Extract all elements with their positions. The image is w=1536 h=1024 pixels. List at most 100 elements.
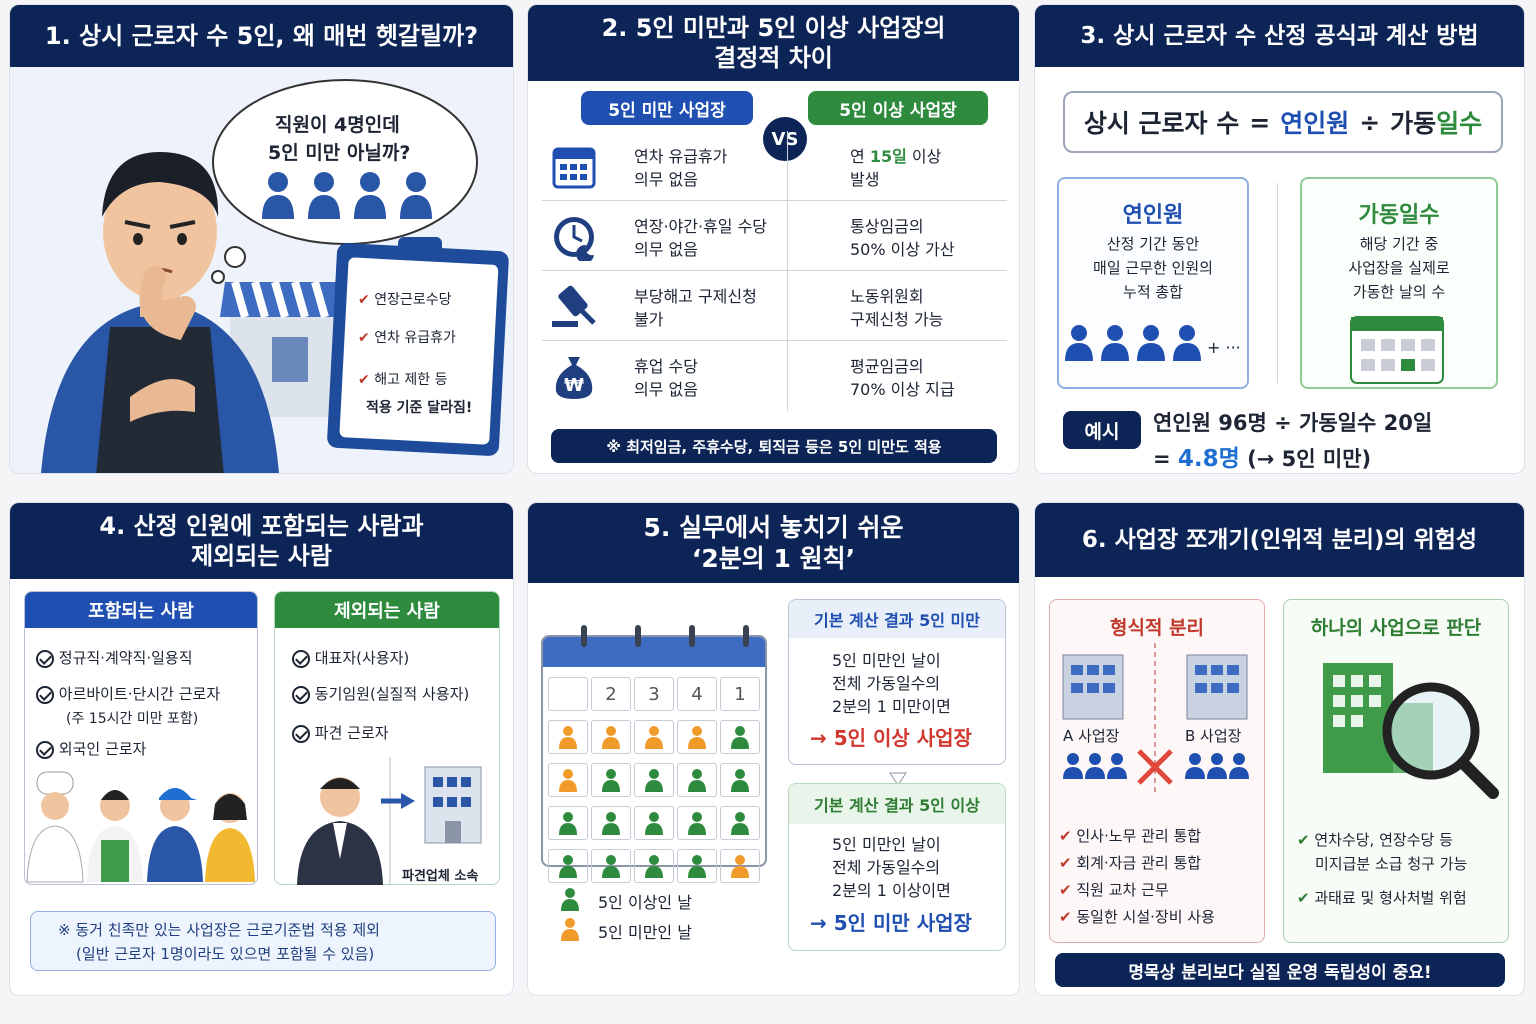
excluded-header: 제외되는 사람 <box>275 592 499 628</box>
calendar-day-cell <box>591 720 631 754</box>
money-bag-icon: ₩ <box>555 357 593 399</box>
magnifier-building-illustration <box>1323 663 1499 799</box>
green-person-icon <box>645 812 663 835</box>
vs-badge: VS <box>763 117 807 161</box>
panel-5-header: 5. 실무에서 놓치기 쉬운‘2분의 1 원칙’ <box>528 503 1019 583</box>
green-person-icon <box>731 769 749 792</box>
legend-orange: 5인 미만인 날 <box>598 923 692 942</box>
orange-person-icon <box>602 726 620 749</box>
cross-icon <box>1137 749 1173 785</box>
calendar-day-cell <box>677 849 717 883</box>
calendar-head-cell <box>548 677 588 711</box>
calendar-head-cell: 1 <box>720 677 760 711</box>
green-person-icon <box>645 769 663 792</box>
green-person-icon <box>688 812 706 835</box>
calendar-day-cell <box>720 849 760 883</box>
green-person-icon <box>645 855 663 878</box>
cap-worker-icon <box>147 788 203 882</box>
formal-split-item: ✔ 동일한 시설·장비 사용 <box>1059 908 1215 926</box>
calendar-day-cell <box>677 763 717 797</box>
check-circle-icon <box>292 649 310 668</box>
calendar-day-cell <box>634 849 674 883</box>
calendar-day-cell <box>591 763 631 797</box>
four-people-icon <box>262 172 432 219</box>
people-sum-icon: + ··· <box>1065 325 1241 361</box>
calendar-head-cell: 4 <box>677 677 717 711</box>
site-a-label: A 사업장 <box>1063 727 1120 745</box>
included-card: 포함되는 사람 <box>24 591 258 885</box>
down-arrow-icon <box>889 772 907 786</box>
included-item-3: 외국인 근로자 <box>36 738 146 759</box>
office-building-icon <box>424 766 482 844</box>
calendar-day-cell <box>677 720 717 754</box>
dispatch-illustration <box>297 757 482 885</box>
calendar-day-cell <box>634 806 674 840</box>
check-icon: ✔ <box>358 372 370 388</box>
suit-person-icon <box>297 777 383 885</box>
divider <box>787 131 788 411</box>
p4-note-1: ※ 동거 친족만 있는 사업장은 근로기준법 적용 제외 <box>58 921 380 939</box>
rule-box-1: 기본 계산 결과 5인 미만 <box>788 599 1006 765</box>
green-person-icon <box>602 855 620 878</box>
calendar-head-cell: 3 <box>634 677 674 711</box>
rule-box-2: 기본 계산 결과 5인 이상 <box>788 783 1006 951</box>
calendar-day-cell <box>720 763 760 797</box>
worried-owner-illustration <box>41 79 509 473</box>
calendar-day-cell <box>720 720 760 754</box>
p2-note: ※ 최저임금, 주휴수당, 퇴직금 등은 5인 미만도 적용 <box>551 429 997 463</box>
rule-box-2-header: 기본 계산 결과 5인 이상 <box>789 784 1005 824</box>
formula-term-2: 연인원 <box>1280 109 1350 138</box>
check-icon: ✔ <box>358 292 370 308</box>
excluded-item-3: 파견 근로자 <box>292 722 389 743</box>
green-person-icon <box>731 812 749 835</box>
p4-note-2: (일반 근로자 1명이라도 있으면 포함될 수 있음) <box>76 945 375 963</box>
green-person-icon <box>559 812 577 835</box>
formal-split-item: ✔ 회계·자금 관리 통합 <box>1059 854 1202 872</box>
legend-orange-icon <box>561 918 579 941</box>
formula-box: 상시 근로자 수 = 연인원 ÷ 가동일수 <box>1063 91 1503 153</box>
panel-3: 3. 상시 근로자 수 산정 공식과 계산 방법 상시 근로자 수 = 연인원 … <box>1034 4 1525 474</box>
panel-2-title-2: 결정적 차이 <box>714 44 833 72</box>
formal-split-item: ✔ 직원 교차 근무 <box>1059 881 1169 899</box>
panel-4-title-1: 4. 산정 인원에 포함되는 사람과 <box>99 512 424 540</box>
legend-green-icon <box>561 888 579 911</box>
building-b-icon <box>1186 654 1248 720</box>
check-icon: ✔ <box>358 330 370 346</box>
panel-6-header: 6. 사업장 쪼개기(인위적 분리)의 위험성 <box>1035 503 1524 577</box>
divider <box>1277 183 1278 383</box>
clip-item-1: ✔ 연장근로수당 <box>358 292 452 308</box>
rule-box-1-header: 기본 계산 결과 5인 미만 <box>789 600 1005 638</box>
building-a-icon <box>1062 654 1124 720</box>
arrow-right-icon <box>381 793 415 809</box>
p6-banner: 명목상 분리보다 실질 운영 독립성이 중요! <box>1055 953 1505 987</box>
check-circle-icon <box>292 724 310 743</box>
clip-item-4: 적용 기준 달라짐! <box>366 400 473 416</box>
dispatch-caption: 파견업체 소속 <box>402 869 479 884</box>
thought-bubble <box>211 79 478 284</box>
orange-person-icon <box>731 855 749 878</box>
green-person-icon <box>602 812 620 835</box>
clipboard-icon <box>327 237 509 456</box>
yeoninwon-title: 연인원 <box>1122 203 1184 228</box>
calendar-day-cell <box>548 720 588 754</box>
yeoninwon-desc-1: 산정 기간 동안 <box>1106 235 1200 253</box>
panel-1: 1. 상시 근로자 수 5인, 왜 매번 헷갈릴까? 직원이 4명인데 5인 미… <box>9 4 514 474</box>
clip-item-2: ✔ 연차 유급휴가 <box>358 330 456 346</box>
calendar-day-cell <box>677 806 717 840</box>
included-item-2-sub: (주 15시간 미만 포함) <box>66 711 199 727</box>
included-item-2: 아르바이트·단시간 근로자 <box>36 683 220 704</box>
panel-5-title-1: 5. 실무에서 놓치기 쉬운 <box>643 512 904 542</box>
gadongilsu-title: 가동일수 <box>1358 203 1440 228</box>
single-business-title: 하나의 사업으로 판단 <box>1310 617 1482 639</box>
calendar-day-cell <box>548 806 588 840</box>
svg-text:₩: ₩ <box>564 375 584 396</box>
calendar-icon <box>552 147 596 189</box>
excluded-card: 제외되는 사람 <box>274 591 500 885</box>
magnifier-icon <box>1382 682 1499 799</box>
rule-1-line-2: 전체 가동일수의 <box>832 674 941 693</box>
